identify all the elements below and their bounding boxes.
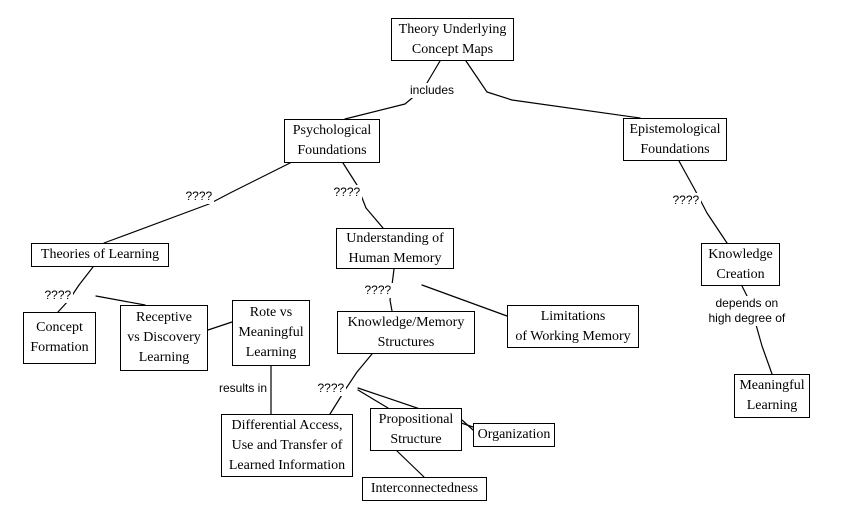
edge-theory-to-epist xyxy=(465,60,641,119)
concept-node-differential[interactable]: Differential Access, Use and Transfer of L… xyxy=(221,414,353,477)
link-label-text: ???? xyxy=(185,189,213,203)
concept-node-knowmem-line: Knowledge/Memory xyxy=(347,314,465,330)
concept-node-differential-line: Differential Access, xyxy=(231,417,343,433)
edge-psych-to-theories xyxy=(103,162,291,244)
concept-node-propositional-line: Structure xyxy=(390,431,442,447)
concept-node-psych-line: Psychological xyxy=(292,123,372,138)
edge-propositional-to-organization xyxy=(461,419,474,431)
link-label-text: ???? xyxy=(364,283,392,297)
concept-node-conceptform-line: Formation xyxy=(30,340,89,355)
link-label-results-in[interactable]: results in xyxy=(217,381,270,396)
concept-node-rote-line: Learning xyxy=(245,345,297,360)
concept-node-differential-line: Use and Transfer of xyxy=(231,437,343,453)
link-label-includes[interactable]: includes xyxy=(408,83,457,98)
edge-propositional-to-interconnect xyxy=(396,450,425,478)
link-label-epist-knowcreate[interactable]: ???? xyxy=(670,193,702,208)
link-label-text: includes xyxy=(410,83,455,97)
concept-node-organization[interactable]: Organization xyxy=(473,423,555,447)
link-label-text: depends on xyxy=(715,296,779,310)
concept-node-theory-line: Concept Maps xyxy=(411,41,494,57)
link-label-text: ???? xyxy=(44,288,72,302)
concept-node-theories[interactable]: Theories of Learning xyxy=(31,243,169,267)
concept-node-receptive-line: Learning xyxy=(138,350,190,365)
concept-node-conceptform-line: Concept xyxy=(36,320,83,335)
link-label-text: ???? xyxy=(333,185,361,199)
link-label-text: ???? xyxy=(672,193,700,207)
concept-node-receptive-line: Receptive xyxy=(136,310,192,325)
concept-node-epist-line: Epistemological xyxy=(629,121,721,137)
concept-node-understanding-line: Understanding of xyxy=(346,230,444,246)
concept-node-rote-line: Rote vs xyxy=(249,305,293,320)
concept-node-understanding-line: Human Memory xyxy=(348,250,442,266)
concept-node-receptive-line: vs Discovery xyxy=(127,330,201,345)
concept-node-epist-line: Foundations xyxy=(640,141,710,157)
concept-node-meaningful-line: Meaningful xyxy=(739,378,805,393)
concept-node-organization-line: Organization xyxy=(477,427,551,442)
concept-node-theory-line: Theory Underlying xyxy=(398,21,507,37)
concept-node-rote-line: Meaningful xyxy=(238,325,304,340)
edge-knowmem-to-differential xyxy=(329,353,373,415)
concept-node-knowmem-line: Structures xyxy=(377,334,435,350)
edge-knowmem-to-propositional xyxy=(357,389,389,409)
link-label-text: results in xyxy=(219,381,268,395)
link-label-psych-theories[interactable]: ???? xyxy=(183,189,215,204)
concept-node-propositional-line: Propositional xyxy=(378,411,454,427)
concept-node-interconnect-line: Interconnectedness xyxy=(370,481,479,496)
concept-node-meaningful-line: Learning xyxy=(746,398,798,413)
link-label-theories-children[interactable]: ???? xyxy=(42,288,74,303)
edge-understanding-to-limitations xyxy=(421,284,508,317)
edge-theories-to-receptive xyxy=(95,295,146,306)
edge-theories-to-conceptform xyxy=(57,266,94,313)
concept-node-theories-line: Theories of Learning xyxy=(40,247,160,262)
concept-node-psych-line: Foundations xyxy=(297,143,367,158)
link-label-text: ???? xyxy=(317,381,345,395)
concept-node-limitations-line: of Working Memory xyxy=(515,328,631,344)
concept-node-interconnect[interactable]: Interconnectedness xyxy=(362,477,487,501)
concept-node-knowcreate-line: Knowledge xyxy=(708,246,773,262)
concept-node-differential-line: Learned Information xyxy=(228,457,346,473)
concept-node-knowcreate-line: Creation xyxy=(716,266,765,282)
concept-node-limitations-line: Limitations xyxy=(540,308,606,324)
edge-receptive-to-rote xyxy=(207,321,233,331)
link-label-understanding-knowmem[interactable]: ???? xyxy=(362,283,394,298)
link-label-knowmem-children[interactable]: ???? xyxy=(315,381,347,396)
concept-node-limitations[interactable]: Limitations of Working Memory xyxy=(507,305,639,348)
concept-node-understanding[interactable]: Understanding of Human Memory xyxy=(336,228,454,269)
link-label-text: high degree of xyxy=(708,311,786,325)
link-label-psych-understanding[interactable]: ???? xyxy=(331,185,363,200)
